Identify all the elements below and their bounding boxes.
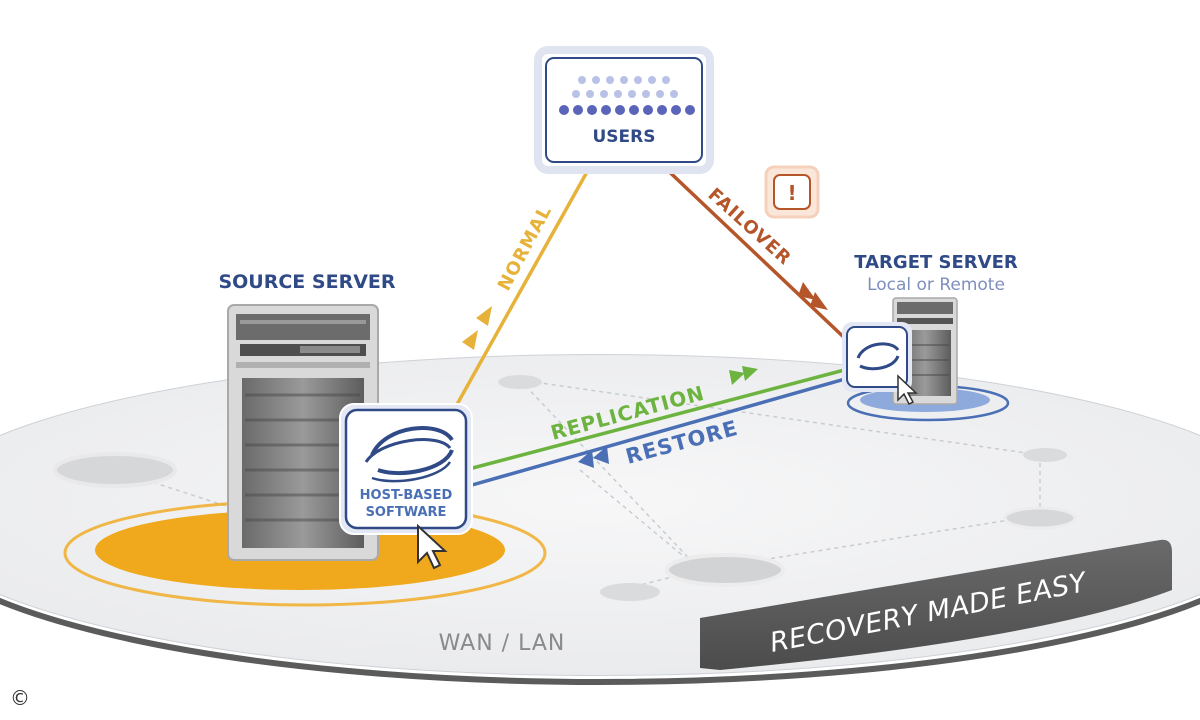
replication-arrows <box>729 366 758 385</box>
alert-badge: ! <box>764 165 820 219</box>
copyright-symbol: © <box>10 686 30 710</box>
normal-arrows <box>462 306 492 350</box>
users-label: USERS <box>593 127 656 147</box>
users-node: USERS <box>534 46 714 174</box>
alert-icon: ! <box>787 181 796 205</box>
replication-link-line <box>464 366 853 472</box>
software-label-line1: HOST-BASED <box>360 488 453 503</box>
network-label: WAN / LAN <box>439 631 566 656</box>
restore-link-line <box>464 375 853 489</box>
target-software-logo-icon <box>856 342 900 371</box>
source-server-title: SOURCE SERVER <box>218 271 395 293</box>
target-software-card[interactable] <box>842 322 912 392</box>
host-software-card[interactable]: HOST-BASED SOFTWARE <box>339 403 473 535</box>
users-dots-front <box>559 105 695 115</box>
target-cursor-icon <box>897 374 918 406</box>
failover-link-line <box>658 161 854 347</box>
cursor-icon <box>417 523 448 570</box>
target-server-subtitle: Local or Remote <box>867 275 1005 295</box>
software-logo-icon <box>364 426 454 483</box>
users-dots <box>572 76 678 98</box>
copyright-mark: © <box>10 686 30 710</box>
network-nodes <box>53 375 1077 601</box>
normal-link-line <box>453 162 594 409</box>
target-server-title: TARGET SERVER <box>854 252 1018 273</box>
software-label-line2: SOFTWARE <box>366 505 447 520</box>
restore-arrows <box>578 446 609 468</box>
failover-arrows <box>798 282 828 310</box>
